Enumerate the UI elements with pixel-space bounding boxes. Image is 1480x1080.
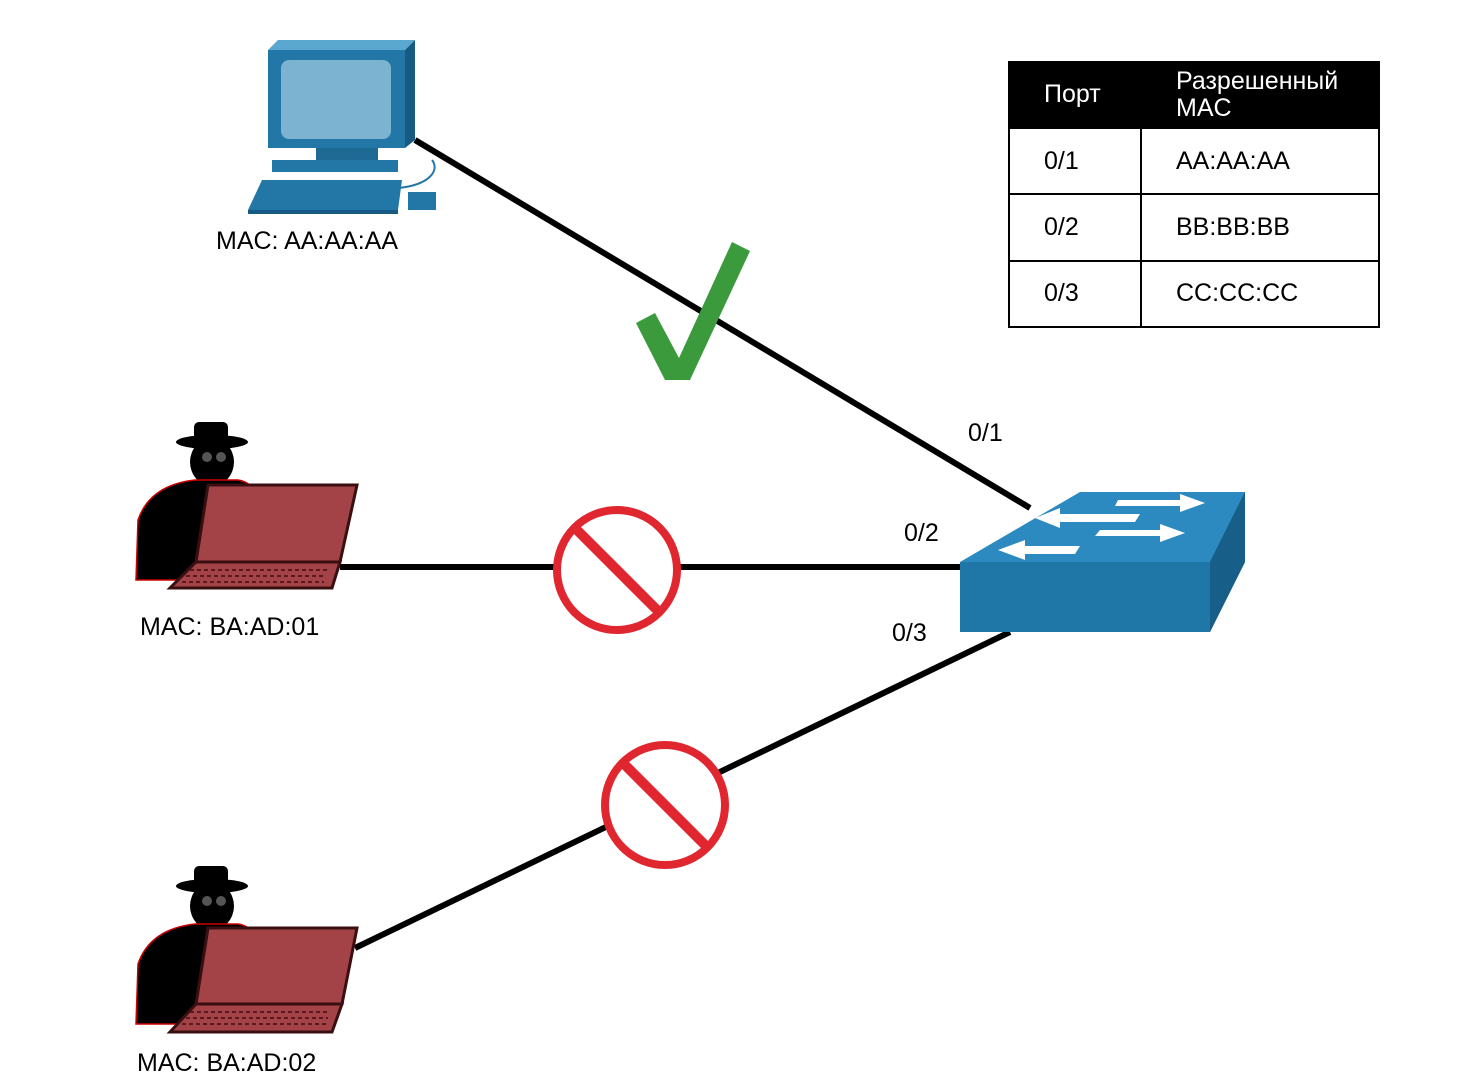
table-cell-mac: CC:CC:CC: [1140, 259, 1380, 329]
switch-icon: [960, 492, 1245, 632]
desktop-computer-icon: [248, 40, 436, 214]
table-cell-mac: BB:BB:BB: [1140, 193, 1380, 262]
table-row: 0/2 BB:BB:BB: [1008, 193, 1380, 262]
attacker1-mac-label: MAC: BA:AD:01: [140, 613, 320, 641]
table-row: 0/1 AA:AA:AA: [1008, 126, 1380, 196]
port-label-0-2: 0/2: [904, 519, 939, 547]
table-cell-mac: AA:AA:AA: [1140, 126, 1380, 196]
allowed-mac-table: Порт Разрешенный MAC 0/1 AA:AA:AA 0/2 BB…: [1008, 61, 1380, 329]
table-cell-port: 0/2: [1008, 193, 1142, 262]
prohibited-icon: [601, 741, 729, 869]
prohibited-icon: [553, 506, 681, 634]
table-cell-port: 0/3: [1008, 259, 1142, 329]
hacker-laptop-icon: [135, 422, 359, 590]
column-header-allowed-mac: Разрешенный MAC: [1140, 61, 1380, 129]
hacker-laptop-icon: [135, 866, 359, 1034]
table-cell-port: 0/1: [1008, 126, 1142, 196]
checkmark-icon: [636, 242, 750, 380]
port-label-0-1: 0/1: [968, 419, 1003, 447]
pc-mac-label: MAC: AA:AA:AA: [216, 227, 399, 255]
port-label-0-3: 0/3: [892, 619, 927, 647]
column-header-port: Порт: [1008, 61, 1142, 129]
attacker2-mac-label: MAC: BA:AD:02: [137, 1049, 317, 1077]
table-header-row: Порт Разрешенный MAC: [1008, 61, 1380, 129]
table-row: 0/3 CC:CC:CC: [1008, 259, 1380, 329]
link-pc-switch: [413, 137, 1032, 511]
